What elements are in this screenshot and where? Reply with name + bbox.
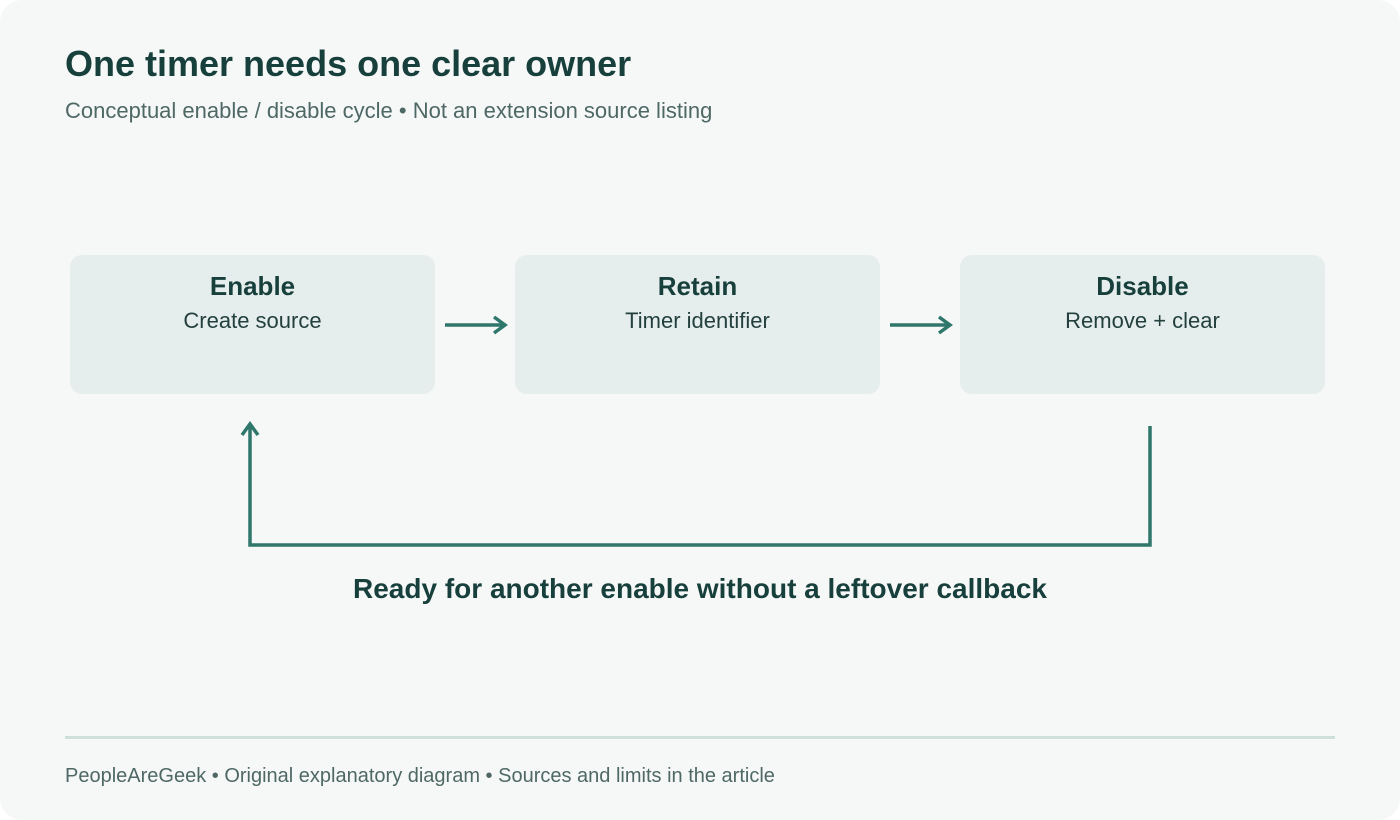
step-retain-box: Retain Timer identifier xyxy=(515,255,880,394)
step-disable-title: Disable xyxy=(1096,271,1189,301)
step-enable-box: Enable Create source xyxy=(70,255,435,394)
footer-credit: PeopleAreGeek • Original explanatory dia… xyxy=(65,765,775,787)
loop-back-arrow-line xyxy=(248,426,1152,547)
step-enable-description: Create source xyxy=(183,308,322,333)
step-retain-title: Retain xyxy=(657,271,738,301)
loop-label: Ready for another enable without a lefto… xyxy=(353,573,1047,604)
step-retain-description: Timer identifier xyxy=(625,308,770,333)
arrow-enable-to-retain-head xyxy=(492,315,508,335)
diagram-subtitle: Conceptual enable / disable cycle • Not … xyxy=(65,98,713,123)
arrow-retain-to-disable-head xyxy=(937,315,953,335)
loop-back-arrow-head xyxy=(240,421,260,437)
diagram-title: One timer needs one clear owner xyxy=(65,43,632,84)
step-disable-box: Disable Remove + clear xyxy=(960,255,1325,394)
step-enable-title: Enable xyxy=(209,271,296,301)
step-disable-description: Remove + clear xyxy=(1065,308,1220,333)
footer-divider xyxy=(65,736,1335,739)
